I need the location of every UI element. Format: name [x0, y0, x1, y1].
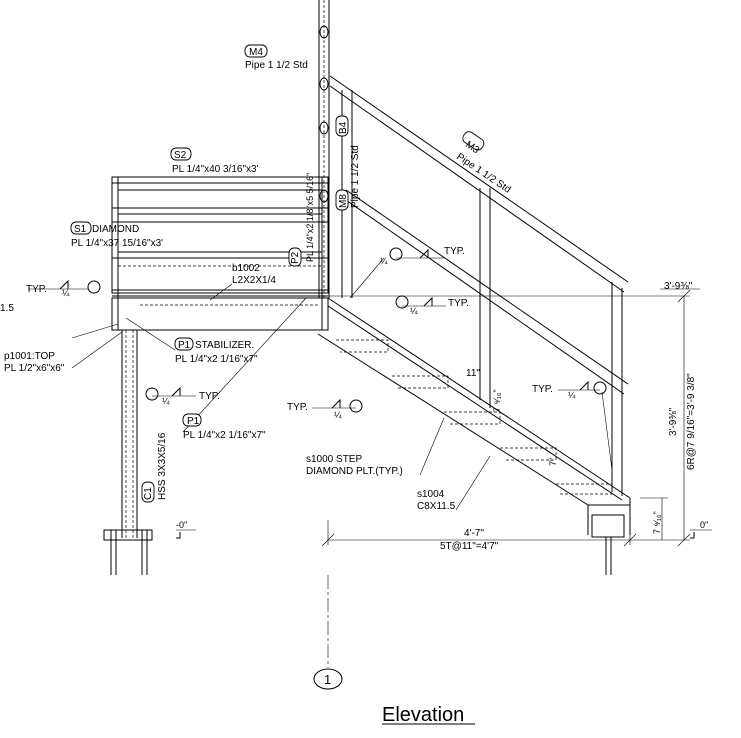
p1001-name: p1001:TOP: [4, 351, 55, 362]
stair-stringer: [317, 297, 631, 538]
weld-typ-2: TYP.: [199, 391, 220, 402]
elev-zero-left: -0": [176, 520, 187, 530]
handrail: [329, 75, 629, 496]
p2-desc: PL 1/4"x2 1/8"x5 5/16": [305, 173, 315, 262]
s1000-name: s1000 STEP: [306, 454, 362, 465]
elev-zero-right: 0": [700, 520, 708, 530]
tag-box-c1: [141, 481, 155, 503]
weld-typ-5: TYP.: [448, 298, 469, 309]
weld-symbol-5: [395, 295, 446, 309]
p1-tag: P1: [187, 416, 200, 427]
elev-marker-left: [176, 529, 196, 539]
dim-bottom-riser: 7 ⁹⁄₁₆": [652, 511, 662, 534]
p1-stab-desc: PL 1/4"x2 1/16"x7": [175, 354, 258, 365]
weld-symbol-1: [28, 279, 101, 294]
weld-typ-6: TYP.: [532, 384, 553, 395]
column-c1: [103, 330, 153, 575]
dimension-lines: [321, 289, 691, 547]
p1001-desc: PL 1/2"x6"x6": [4, 363, 65, 374]
s1-title: DIAMOND: [92, 224, 139, 235]
dim-rise-desc: 6R@7 9/16"=3'-9 3/8": [686, 373, 697, 470]
weld-size-5: ¼: [410, 306, 418, 316]
weld-symbol-2: [145, 386, 196, 401]
p1-stab-tag: P1: [178, 340, 191, 351]
s2-desc: PL 1/4"x40 3/16"x3': [172, 164, 259, 175]
m3-desc: Pipe 1 1/2 Std: [454, 151, 512, 195]
dim-run-total: 4'-7": [464, 528, 484, 539]
weld-symbol-6: [558, 380, 607, 395]
weld-symbol-3: [312, 398, 363, 413]
dim-tread: 11": [466, 368, 480, 379]
tag-box-b4: [335, 115, 349, 137]
m4-desc: Pipe 1 1/2 Std: [245, 60, 308, 71]
p2-tag: P2: [290, 251, 301, 264]
weld-symbol-4: [389, 247, 444, 261]
weld-typ-3: TYP.: [287, 402, 308, 413]
s1000-desc: DIAMOND PLT.(TYP.): [306, 466, 403, 477]
dim-rise-total: 3'-9⅜": [668, 407, 679, 436]
guard-post: [318, 0, 330, 298]
dim-top-elev: 3'-9⅜": [664, 281, 693, 292]
dim-riser-b: 7": [548, 458, 558, 466]
b1002-desc: L2X2X1/4: [232, 275, 276, 286]
m4-tag: M4: [249, 47, 263, 58]
tag-box-p1: [182, 413, 202, 427]
s1-tag: S1: [74, 224, 87, 235]
weld-typ-1: TYP.: [26, 284, 47, 295]
m8-tag: M8: [338, 194, 349, 208]
tag-box-s1: [70, 221, 92, 235]
tag-box-m4: [244, 44, 268, 58]
weld-size-6: ¼: [568, 390, 576, 400]
grid-bubble-label: 1: [324, 672, 331, 687]
dim-run-desc: 5T@11"=4'7": [440, 541, 499, 552]
leaders: [71, 257, 613, 511]
weld-size-2: ¼: [162, 396, 170, 406]
b1002-name: b1002: [232, 263, 260, 274]
tag-box-p1-stab: [174, 337, 194, 351]
weld-size-3: ¼: [334, 410, 342, 420]
tag-box-m3: [462, 131, 485, 151]
grid-bubble: [313, 668, 343, 690]
platform: [111, 176, 329, 331]
s1-desc: PL 1/4"x37 15/16"x3': [71, 238, 163, 249]
weld-size-1: ¼: [62, 288, 70, 298]
s1004-desc: C8X11.5: [417, 501, 456, 512]
anchor-bolt: [605, 537, 612, 575]
p1-stab-title: STABILIZER.: [195, 340, 254, 351]
tag-box-s2: [170, 147, 192, 161]
weld-size-4: ¼: [380, 256, 388, 266]
tag-box-m8: [335, 189, 349, 211]
tag-box-p2: [288, 247, 302, 267]
elev-marker-right: [690, 529, 712, 539]
c1-desc: HSS 3X3X5/16: [157, 432, 168, 500]
c1-tag: C1: [143, 487, 154, 500]
p1-desc: PL 1/4"x2 1/16"x7": [183, 430, 266, 441]
b4-tag: B4: [338, 121, 349, 134]
cut-label-left: 1.5: [0, 303, 14, 314]
s1004-name: s1004: [417, 489, 445, 500]
s2-tag: S2: [174, 150, 187, 161]
b4-desc: Pipe 1 1/2 Std: [350, 145, 361, 208]
drawing-title: Elevation: [382, 704, 464, 726]
dim-riser-a: 7 ⁹⁄₁₆": [492, 389, 502, 412]
weld-typ-4: TYP.: [444, 246, 465, 257]
